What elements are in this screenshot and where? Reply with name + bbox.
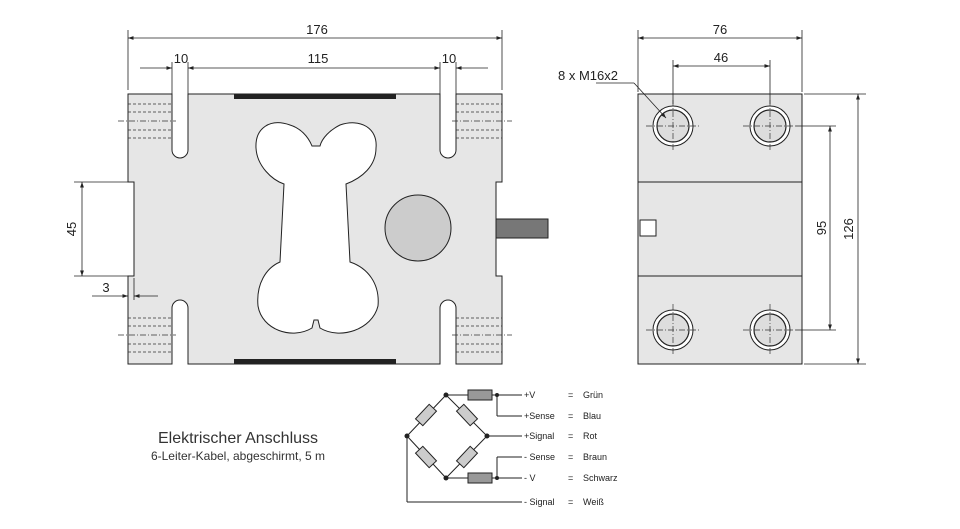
dim-label-3: 3 xyxy=(102,280,109,295)
dim-hole-vertical: 95 xyxy=(796,125,836,331)
cable-stub xyxy=(495,218,549,239)
side-view: 76 46 8 x M16x2 95 126 xyxy=(558,22,866,365)
hole-bottom-right xyxy=(743,304,797,356)
wire-color: Rot xyxy=(583,431,598,441)
wheatstone-bridge xyxy=(404,392,490,481)
wire-signal: +Sense xyxy=(524,411,555,421)
wire-color: Blau xyxy=(583,411,601,421)
wire-eq: = xyxy=(568,431,573,441)
dim-label-95: 95 xyxy=(814,221,829,235)
dim-label-115: 115 xyxy=(308,51,329,66)
dim-overall-height: 126 xyxy=(804,93,866,365)
dim-slot-row: 10 115 10 xyxy=(140,51,488,94)
wire-eq: = xyxy=(568,390,573,400)
cable-port xyxy=(639,219,657,237)
dim-overall-width: 176 xyxy=(127,22,503,90)
dim-side-width: 76 xyxy=(637,22,803,92)
wire-row: - V = Schwarz xyxy=(524,473,618,483)
thread-callout-label: 8 x M16x2 xyxy=(558,68,618,83)
wire-signal: +V xyxy=(524,390,535,400)
dim-label-76: 76 xyxy=(713,22,727,37)
mounting-holes xyxy=(646,100,797,356)
wire-signal: - V xyxy=(524,473,536,483)
dim-label-10-left: 10 xyxy=(174,51,188,66)
dim-label-45: 45 xyxy=(64,222,79,236)
dim-offset-3: 3 xyxy=(92,278,158,300)
wire-color: Grün xyxy=(583,390,603,400)
wire-color: Weiß xyxy=(583,497,604,507)
hole-top-right xyxy=(743,100,797,152)
resistor-tl xyxy=(414,403,438,427)
wire-signal: - Signal xyxy=(524,497,555,507)
wire-row: - Sense = Braun xyxy=(524,452,607,462)
wire-eq: = xyxy=(568,473,573,483)
dim-hole-spacing: 46 xyxy=(672,50,771,104)
thread-callout: 8 x M16x2 xyxy=(558,68,667,119)
resistor-tr xyxy=(455,403,479,427)
front-hidden-holes xyxy=(118,103,512,353)
electrical-connection: Elektrischer Anschluss 6-Leiter-Kabel, a… xyxy=(151,389,618,507)
wire-row: +V = Grün xyxy=(524,390,603,400)
bottom-strip xyxy=(234,359,396,364)
front-view: 176 10 115 10 45 3 xyxy=(64,22,549,365)
wire-signal: +Signal xyxy=(524,431,554,441)
dim-label-10-right: 10 xyxy=(442,51,456,66)
wire-eq: = xyxy=(568,497,573,507)
bone-cutout xyxy=(255,122,379,334)
dim-label-126: 126 xyxy=(841,218,856,240)
wire-signal: - Sense xyxy=(524,452,555,462)
connection-subtitle: 6-Leiter-Kabel, abgeschirmt, 5 m xyxy=(151,449,325,463)
dim-label-46: 46 xyxy=(714,50,728,65)
sensor-disc xyxy=(384,194,452,262)
wire-row: - Signal = Weiß xyxy=(524,497,604,507)
bridge-wiring xyxy=(406,389,522,503)
dim-label-176: 176 xyxy=(306,22,328,37)
wire-color: Braun xyxy=(583,452,607,462)
hole-bottom-left xyxy=(646,304,700,356)
wire-eq: = xyxy=(568,452,573,462)
resistor-bl xyxy=(414,445,438,469)
wire-row: +Sense = Blau xyxy=(524,411,601,421)
wire-eq: = xyxy=(568,411,573,421)
wire-row: +Signal = Rot xyxy=(524,431,598,441)
wire-color: Schwarz xyxy=(583,473,618,483)
wire-legend: +V = Grün +Sense = Blau +Signal = Rot - … xyxy=(524,390,618,507)
dim-height-45: 45 xyxy=(64,181,128,277)
connection-title: Elektrischer Anschluss xyxy=(158,430,318,447)
resistor-br xyxy=(455,445,479,469)
top-strip xyxy=(234,94,396,99)
